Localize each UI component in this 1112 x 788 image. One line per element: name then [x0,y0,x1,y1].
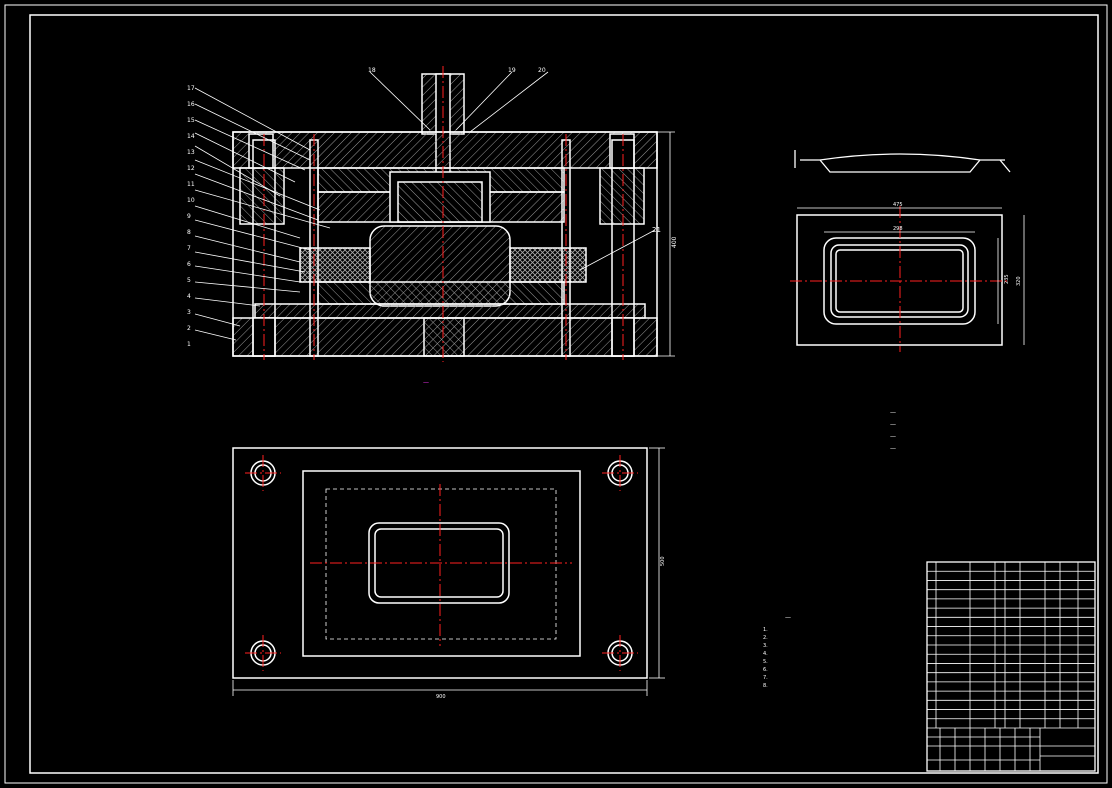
top-label: 19 [508,67,516,74]
plan-dims [232,447,665,696]
section-note: — [423,379,429,386]
tech-req-line: 8. [763,683,768,689]
tech-req-title: — [785,614,791,621]
part-number-label: 1 [187,341,191,348]
leader-lines [194,71,656,341]
label-21: 21 [652,226,661,234]
height-dimension [657,131,675,357]
part-number-label: 15 [187,117,195,124]
top-labels: 18 19 20 [368,67,546,74]
material-note: — [890,445,896,452]
inner-frame [29,14,1099,774]
tech-req-line: 5. [763,659,768,665]
part-number-label: 6 [187,261,191,268]
part-number-label: 2 [187,325,191,332]
part-number-label: 4 [187,293,191,300]
tech-req-line: 7. [763,675,768,681]
plan-centerlines [245,455,638,671]
part-number-label: 10 [187,197,195,204]
part-outer-dim: 320 [1016,276,1022,286]
section-centerlines [263,66,624,362]
material-note: — [890,433,896,440]
part-number-label: 11 [187,181,195,188]
plan-view [232,447,648,679]
part-dims [797,207,1025,345]
part-number-label: 13 [187,149,195,156]
outer-frame [4,4,1108,784]
height-dim-text: 400 [671,236,678,248]
part-inner-dim: 298 [893,226,903,232]
part-centerlines [790,206,1010,352]
material-notes: — — — — [890,409,896,452]
part-height-dim: 235 [1004,274,1010,284]
material-note: — [890,409,896,416]
plan-height-dim: 500 [660,556,666,566]
top-label: 18 [368,67,376,74]
part-number-labels: 17 16 15 14 13 12 11 10 9 8 7 6 5 4 3 2 1 [187,85,195,348]
part-number-label: 3 [187,309,191,316]
part-number-label: 17 [187,85,195,92]
part-number-label: 12 [187,165,195,172]
part-number-label: 16 [187,101,195,108]
part-number-label: 8 [187,229,191,236]
part-number-label: 5 [187,277,191,284]
cavity-dashed [325,488,557,640]
tech-req-line: 1. [763,627,768,633]
part-number-label: 7 [187,245,191,252]
part-width-dim: 475 [893,202,903,208]
section-view [232,73,658,357]
tech-req-line: 3. [763,643,768,649]
tech-req-line: 4. [763,651,768,657]
part-number-label: 9 [187,213,191,220]
material-note: — [890,421,896,428]
tech-req-line: 2. [763,635,768,641]
tech-req-line: 6. [763,667,768,673]
top-label: 20 [538,67,546,74]
title-block [926,561,1096,772]
plan-width-dim: 900 [436,694,446,700]
part-profile [794,150,1011,173]
tech-req-lines: 1. 2. 3. 4. 5. 6. 7. 8. [763,627,768,689]
part-number-label: 14 [187,133,195,140]
title-block-frame [926,561,1096,772]
